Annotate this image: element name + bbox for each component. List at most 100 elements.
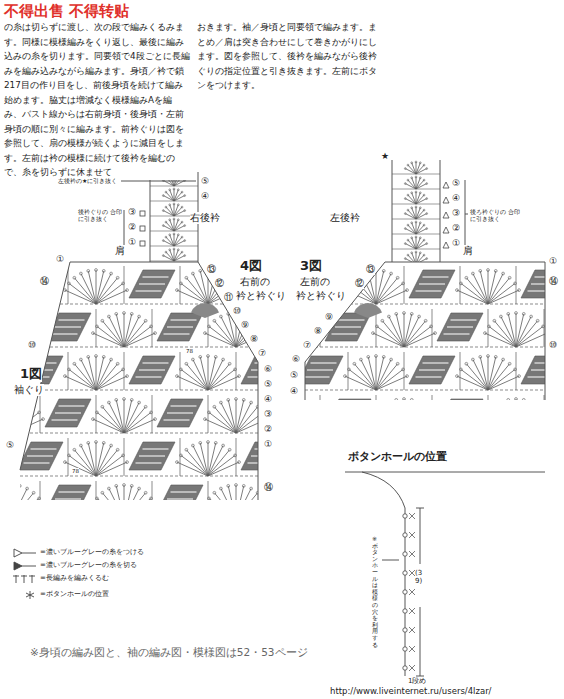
stitch-tip xyxy=(169,249,171,251)
long-stitch xyxy=(320,395,321,433)
stitch-tip xyxy=(18,312,21,315)
stitch-stroke xyxy=(12,317,27,347)
stitch-stroke xyxy=(0,462,15,476)
long-stitch xyxy=(236,352,237,390)
chain-row xyxy=(392,174,440,175)
stitch-stroke xyxy=(488,290,519,304)
block-stripe xyxy=(311,362,337,363)
stitch-stroke xyxy=(0,455,11,476)
page-note: ※身頃の編み図と、袖の編み図・模様図は52・53ページ xyxy=(30,646,308,659)
stitch-stroke xyxy=(488,278,510,304)
buttonhole-dot xyxy=(403,514,407,518)
stitch-stroke xyxy=(124,419,155,433)
fan-stitch xyxy=(404,191,427,204)
stitch-tip xyxy=(228,362,231,365)
stitch-stroke xyxy=(404,403,419,433)
filled-block xyxy=(157,399,203,427)
stitch-tip xyxy=(235,484,238,487)
stitch-stroke xyxy=(0,489,12,519)
stitch-stroke xyxy=(412,193,416,204)
stitch-tip xyxy=(423,239,425,241)
stitch-tip xyxy=(208,411,211,414)
stitch-stroke xyxy=(236,489,251,519)
stitch-stroke xyxy=(109,317,124,347)
triangle-mark xyxy=(443,197,449,203)
part-name: 右後衿 xyxy=(190,212,220,224)
stitch-stroke xyxy=(116,486,124,519)
stitch-stroke xyxy=(368,357,376,390)
stitch-stroke xyxy=(174,256,185,261)
fan-stitch xyxy=(404,221,427,234)
stitch-tip xyxy=(344,375,347,378)
stitch-tip xyxy=(411,252,413,254)
stitch-stroke xyxy=(473,274,488,304)
body-text: おきます。袖／身頃と同要領で編みます。まとめ／肩は突き合わせにして巻きかがりにし… xyxy=(197,20,383,93)
filled-block xyxy=(129,356,175,384)
stitch-tip xyxy=(102,269,105,272)
stitch-stroke xyxy=(124,485,125,519)
square-mark xyxy=(140,211,145,246)
stitch-stroke xyxy=(170,220,174,231)
stitch-tip xyxy=(375,269,378,272)
body-text: の糸は切らずに渡し、次の段で編みくるみます。同様に模様編みをくり返し、最後に編み… xyxy=(4,20,190,180)
stitch-tip xyxy=(500,401,503,404)
triangle-mark xyxy=(443,182,449,188)
stitch-stroke xyxy=(0,498,12,519)
note: 左後衿の★に引き抜く xyxy=(58,177,117,184)
stitch-tip xyxy=(184,255,186,257)
stitch-tip xyxy=(177,234,179,236)
stitch-tip xyxy=(213,319,216,322)
stitch-tip xyxy=(248,358,251,361)
long-stitch xyxy=(460,352,461,390)
stitch-tip xyxy=(68,454,71,457)
stitch-tip xyxy=(173,233,175,235)
stitch-stroke xyxy=(404,313,405,347)
fan-stitch xyxy=(162,203,185,216)
stitch-tip xyxy=(411,192,413,194)
stitch-tip xyxy=(419,252,421,254)
stitch-tip xyxy=(488,325,491,328)
stitch-tip xyxy=(123,484,126,487)
stitch-stroke xyxy=(12,485,13,519)
long-stitch xyxy=(96,481,97,519)
stitch-tip xyxy=(262,497,265,500)
stitch-tip xyxy=(395,312,398,315)
stitch-tip xyxy=(276,401,279,404)
stitch-tip xyxy=(407,194,409,196)
stitch-stroke xyxy=(404,407,426,433)
filled-block xyxy=(521,270,564,298)
stitch-tip xyxy=(546,332,549,335)
stitch-tip xyxy=(101,405,104,408)
stitch-tip xyxy=(419,192,421,194)
stitch-tip xyxy=(426,258,428,260)
fan-stitch xyxy=(162,248,185,261)
stitch-tip xyxy=(404,243,406,245)
stitch-stroke xyxy=(96,356,97,390)
stitch-tip xyxy=(73,448,76,451)
long-stitch xyxy=(292,266,293,304)
stitch-stroke xyxy=(174,222,182,231)
filled-block xyxy=(157,313,203,341)
stitch-tip xyxy=(360,272,363,275)
stitch-tip xyxy=(138,315,141,318)
stitch-tip xyxy=(235,398,238,401)
stitch-tip xyxy=(423,224,425,226)
stitch-stroke xyxy=(416,195,424,204)
fan-stitch xyxy=(204,312,269,347)
stitch-count: 78 xyxy=(186,348,193,355)
stitch-tip xyxy=(10,282,13,285)
stitch-tip xyxy=(236,368,239,371)
stitch-stroke xyxy=(416,225,424,234)
block-stripe xyxy=(164,419,190,420)
stitch-stroke xyxy=(221,489,236,519)
stitch-tip xyxy=(176,375,179,378)
block-stripe xyxy=(143,448,169,449)
buttonhole-asterisk xyxy=(409,608,415,614)
stitch-stroke xyxy=(200,443,208,476)
stitch-stroke xyxy=(12,403,27,433)
stitch-tip xyxy=(208,325,211,328)
stitch-stroke xyxy=(408,210,416,219)
stitch-tip xyxy=(502,358,505,361)
long-stitch xyxy=(488,309,489,347)
chain-row xyxy=(150,246,198,247)
